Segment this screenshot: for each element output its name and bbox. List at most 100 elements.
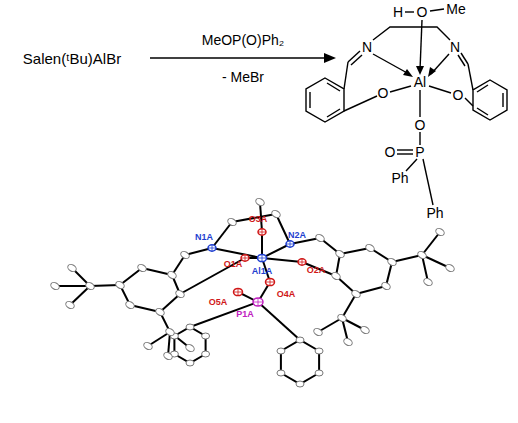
carbon-ellipsoid <box>277 348 285 354</box>
atom-ellipsoid <box>253 298 263 306</box>
carbon-ellipsoid <box>163 351 174 361</box>
reactant-formula: Salen(ᵗBu)AlBr <box>23 51 121 66</box>
carbon-ellipsoid <box>343 337 354 347</box>
atom-ellipsoid <box>258 229 266 235</box>
carbon-ellipsoid <box>423 277 434 287</box>
carbon-ellipsoid <box>381 281 392 291</box>
atom-ellipsoid <box>234 288 243 295</box>
atom-ellipsoid <box>258 254 267 261</box>
carbon-ellipsoid <box>351 289 362 299</box>
reagent-formula: MeOP(O)Ph₂ <box>202 33 284 47</box>
atom-callout: N1A <box>195 233 213 242</box>
atom-label: N <box>450 40 460 54</box>
atom-callout: O5A <box>209 298 228 307</box>
atom-label: O <box>385 145 396 159</box>
bond <box>340 248 370 254</box>
atom-ellipsoid <box>286 241 294 247</box>
ellipsoid-axis <box>290 241 291 247</box>
carbon-ellipsoid <box>165 327 176 337</box>
ellipsoid-axis <box>270 278 271 285</box>
carbon-ellipsoid <box>137 263 148 273</box>
atom-label: O <box>378 86 389 100</box>
carbon-ellipsoid <box>337 313 348 323</box>
atom-label: O <box>453 88 464 102</box>
carbon-ellipsoid <box>360 325 371 335</box>
atom-callout: O2A <box>307 266 326 275</box>
bond <box>258 302 300 340</box>
carbon-ellipsoid <box>255 197 266 207</box>
atom-label: O <box>417 5 428 19</box>
carbon-ellipsoid <box>435 227 446 237</box>
carbon-ellipsoid <box>67 263 78 273</box>
bond <box>55 285 90 287</box>
carbon-ellipsoid <box>167 270 178 280</box>
bond <box>356 286 386 294</box>
carbon-ellipsoid <box>445 263 456 273</box>
carbon-ellipsoid <box>277 370 285 376</box>
carbon-ellipsoid <box>85 281 96 291</box>
carbon-ellipsoid <box>315 233 326 243</box>
carbon-ellipsoid <box>125 300 136 310</box>
atom-callout: P1A <box>236 310 254 319</box>
byproduct-formula: - MeBr <box>222 70 264 84</box>
carbon-ellipsoid <box>180 250 191 260</box>
bond <box>302 262 336 276</box>
atom-label: P <box>415 145 424 159</box>
bond <box>70 286 90 305</box>
atom-callout: Al1A <box>252 267 273 276</box>
bond <box>342 294 356 318</box>
atom-ellipsoid <box>298 259 306 265</box>
bond <box>212 248 262 258</box>
ellipsoid-axis <box>212 245 213 251</box>
bond <box>318 318 342 332</box>
crystal-structure <box>50 197 456 387</box>
carbon-ellipsoid <box>315 348 323 354</box>
atom-callout: O3A <box>249 215 268 224</box>
carbon-ellipsoid <box>202 333 210 339</box>
ellipsoid-axis <box>245 255 246 261</box>
carbon-ellipsoid <box>185 343 196 353</box>
ellipsoid-axis <box>302 259 303 265</box>
atom-label: Al <box>414 75 426 89</box>
bond <box>422 232 440 255</box>
carbon-ellipsoid <box>202 351 210 357</box>
carbon-ellipsoid <box>335 249 346 259</box>
atom-label: Ph <box>391 171 408 185</box>
ellipsoid-axis <box>258 298 259 306</box>
carbon-ellipsoid <box>143 341 154 351</box>
carbon-ellipsoid <box>175 289 186 299</box>
atom-label: Ph <box>426 206 443 220</box>
atom-label: N <box>362 40 372 54</box>
ellipsoid-axis <box>238 288 239 295</box>
carbon-ellipsoid <box>296 337 304 343</box>
carbon-ellipsoid <box>387 257 398 267</box>
carbon-ellipsoid <box>417 250 428 260</box>
carbon-ellipsoid <box>186 324 194 330</box>
carbon-ellipsoid <box>155 307 166 317</box>
bond <box>120 268 142 285</box>
atom-label: Me <box>446 2 465 16</box>
atom-label: O <box>415 118 426 132</box>
carbon-ellipsoid <box>315 370 323 376</box>
carbon-ellipsoid <box>296 381 304 387</box>
carbon-ellipsoid <box>186 360 194 366</box>
bond <box>276 214 290 244</box>
carbon-ellipsoid <box>65 300 76 310</box>
bond <box>392 255 422 262</box>
bond <box>148 332 170 346</box>
reaction-scheme <box>150 9 507 205</box>
carbon-ellipsoid <box>227 217 238 227</box>
atom-callout: N2A <box>288 231 306 240</box>
atom-callout: O4A <box>277 290 296 299</box>
bond <box>160 294 180 312</box>
ellipsoid-axis <box>262 254 263 261</box>
bond <box>262 258 302 262</box>
atom-callout: O1A <box>224 260 243 269</box>
phenyl-ring <box>174 327 205 363</box>
carbon-ellipsoid <box>50 281 61 291</box>
atom-label: H <box>393 5 403 19</box>
carbon-ellipsoid <box>313 327 324 337</box>
atom-ellipsoid <box>208 245 216 251</box>
atom-ellipsoid <box>266 278 275 285</box>
